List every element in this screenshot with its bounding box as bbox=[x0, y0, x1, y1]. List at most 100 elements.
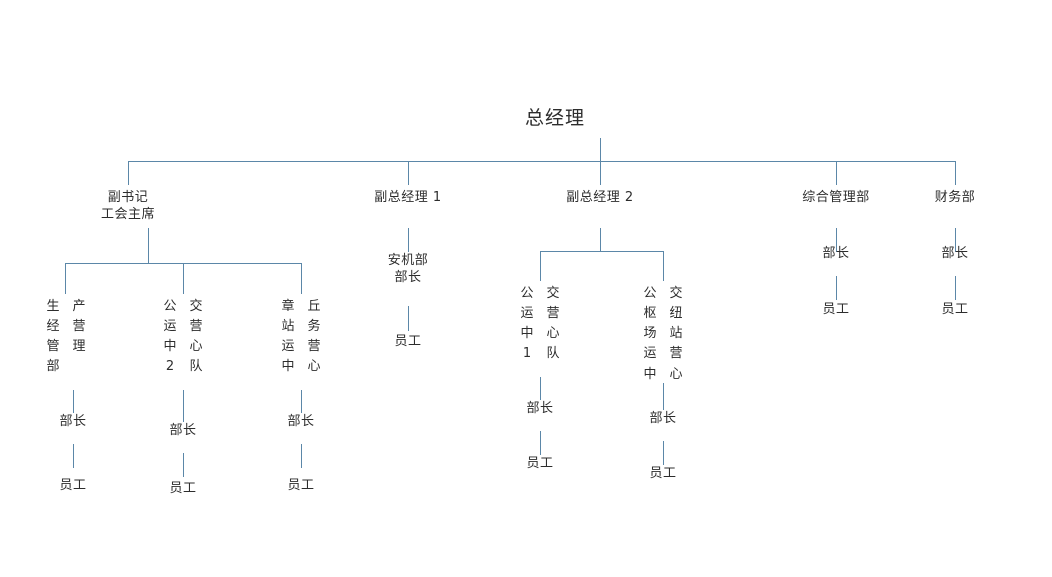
connector-bus-hub-to-director bbox=[663, 383, 664, 410]
role-label: 员工 bbox=[59, 478, 87, 493]
char: 2 bbox=[165, 359, 175, 375]
connector-production-director-to-staff bbox=[73, 444, 74, 468]
node-general-manager: 总经理 bbox=[495, 106, 615, 131]
char: 公 bbox=[643, 286, 657, 301]
char: 生 bbox=[46, 299, 60, 314]
char: 枢 bbox=[643, 306, 657, 322]
connector-bus-team1-director-to-staff bbox=[540, 431, 541, 455]
node-deputy-gm-2-label: 副总经理 2 bbox=[566, 190, 634, 205]
node-general-management-dept: 综合管理部 bbox=[776, 190, 896, 207]
char: 公 bbox=[520, 286, 534, 301]
role-label: 员工 bbox=[526, 456, 554, 471]
role-staff-production-dept: 员工 bbox=[33, 478, 113, 495]
node-bus-operation-center-team-2: 公 运 中 2 交 营 心 队 bbox=[142, 297, 224, 378]
node-bus-hub-station-operation-center: 公 枢 场 运 中 交 纽 站 营 心 bbox=[622, 284, 704, 385]
role-director-bus-team2: 部长 bbox=[143, 423, 223, 440]
connector-level2-bus bbox=[128, 161, 956, 162]
role-staff-bus-team1: 员工 bbox=[500, 456, 580, 473]
char: 营 bbox=[72, 319, 86, 335]
node-bus-operation-center-team-1-col1: 公 运 中 1 bbox=[520, 284, 533, 365]
node-production-operation-management-dept: 生 经 管 部 产 营 理 bbox=[25, 297, 107, 378]
char: 营 bbox=[546, 306, 560, 322]
role-label: 部长 bbox=[649, 411, 677, 426]
node-safety-machinery-dept-line1: 安机部 bbox=[387, 253, 429, 268]
char: 丘 bbox=[307, 299, 321, 314]
node-production-operation-management-dept-col1: 生 经 管 部 bbox=[46, 297, 59, 378]
node-deputy-gm-1-label: 副总经理 1 bbox=[374, 190, 442, 205]
char: 运 bbox=[281, 339, 295, 355]
connector-root-stem bbox=[600, 138, 601, 161]
role-director-zhangqiu: 部长 bbox=[261, 414, 341, 431]
connector-zhangqiu-director-to-staff bbox=[301, 444, 302, 468]
node-deputy-secretary-line2: 工会主席 bbox=[100, 206, 155, 222]
node-zhangqiu-station-operation-center: 章 站 运 中 丘 务 营 心 bbox=[260, 297, 342, 378]
connector-general-management-to-director bbox=[836, 228, 837, 252]
node-safety-machinery-dept-line2: 部长 bbox=[394, 269, 422, 285]
node-bus-operation-center-team-2-col1: 公 运 中 2 bbox=[163, 297, 176, 378]
connector-finance-director-to-staff bbox=[955, 276, 956, 300]
connector-deputy-secretary-stem bbox=[148, 228, 149, 263]
node-bus-operation-center-team-1: 公 运 中 1 交 营 心 队 bbox=[499, 284, 581, 365]
node-zhangqiu-station-operation-center-col2: 丘 务 营 心 bbox=[308, 297, 321, 378]
char: 心 bbox=[307, 359, 321, 375]
char: 纽 bbox=[669, 306, 683, 322]
role-label: 员工 bbox=[941, 302, 969, 317]
connector-drop-general-management-dept bbox=[836, 161, 837, 185]
role-director-bus-team1: 部长 bbox=[500, 401, 580, 418]
node-zhangqiu-station-operation-center-col1: 章 站 运 中 bbox=[281, 297, 294, 378]
char: 营 bbox=[307, 339, 321, 355]
connector-drop-production-operation-management-dept bbox=[65, 263, 66, 294]
role-director-production-dept: 部长 bbox=[33, 414, 113, 431]
connector-drop-bus-hub-station-operation-center bbox=[663, 251, 664, 281]
connector-drop-bus-operation-center-team-1 bbox=[540, 251, 541, 281]
char: 交 bbox=[546, 286, 560, 301]
char: 运 bbox=[520, 306, 534, 322]
node-production-operation-management-dept-col2: 产 营 理 bbox=[73, 297, 86, 378]
connector-deputy-gm-1-to-safety-dept bbox=[408, 228, 409, 252]
node-deputy-secretary-line1: 副书记 bbox=[107, 190, 149, 205]
char: 管 bbox=[46, 339, 60, 355]
node-general-manager-label: 总经理 bbox=[524, 107, 585, 129]
role-label: 员工 bbox=[287, 478, 315, 493]
role-label: 部长 bbox=[822, 246, 850, 261]
role-label: 员工 bbox=[169, 481, 197, 496]
role-label: 员工 bbox=[649, 466, 677, 481]
connector-drop-zhangqiu-station-operation-center bbox=[301, 263, 302, 294]
node-finance-dept: 财务部 bbox=[895, 190, 1015, 207]
connector-bus-hub-director-to-staff bbox=[663, 441, 664, 465]
char: 运 bbox=[163, 319, 177, 335]
char: 站 bbox=[669, 326, 683, 342]
char: 站 bbox=[281, 319, 295, 335]
role-staff-bus-team2: 员工 bbox=[143, 481, 223, 498]
connector-drop-deputy-gm-1 bbox=[408, 161, 409, 185]
role-staff-safety-dept: 员工 bbox=[368, 334, 448, 351]
char: 务 bbox=[307, 319, 321, 335]
role-staff-zhangqiu: 员工 bbox=[261, 478, 341, 495]
node-deputy-gm-1: 副总经理 1 bbox=[348, 190, 468, 207]
char: 心 bbox=[546, 326, 560, 342]
connector-deputy-gm-2-stem bbox=[600, 228, 601, 251]
char: 1 bbox=[522, 346, 532, 362]
node-deputy-gm-2: 副总经理 2 bbox=[540, 190, 660, 207]
char: 中 bbox=[163, 339, 177, 355]
connector-bus-team2-director-to-staff bbox=[183, 453, 184, 477]
char: 产 bbox=[72, 299, 86, 314]
connector-safety-dept-to-staff bbox=[408, 306, 409, 331]
connector-bus-team1-to-director bbox=[540, 377, 541, 400]
char: 理 bbox=[72, 339, 86, 355]
role-director-bus-hub: 部长 bbox=[623, 411, 703, 428]
node-safety-machinery-dept: 安机部 部长 bbox=[348, 253, 468, 287]
role-label: 员工 bbox=[822, 302, 850, 317]
connector-drop-deputy-gm-2 bbox=[600, 161, 601, 185]
char: 交 bbox=[669, 286, 683, 301]
node-general-management-dept-label: 综合管理部 bbox=[802, 190, 870, 205]
char: 场 bbox=[643, 326, 657, 342]
char: 营 bbox=[189, 319, 203, 335]
role-staff-finance: 员工 bbox=[915, 302, 995, 319]
node-bus-operation-center-team-1-col2: 交 营 心 队 bbox=[547, 284, 560, 365]
char: 交 bbox=[189, 299, 203, 314]
node-bus-operation-center-team-2-col2: 交 营 心 队 bbox=[190, 297, 203, 378]
char: 中 bbox=[643, 366, 657, 382]
char: 营 bbox=[669, 346, 683, 362]
node-finance-dept-label: 财务部 bbox=[934, 190, 976, 205]
